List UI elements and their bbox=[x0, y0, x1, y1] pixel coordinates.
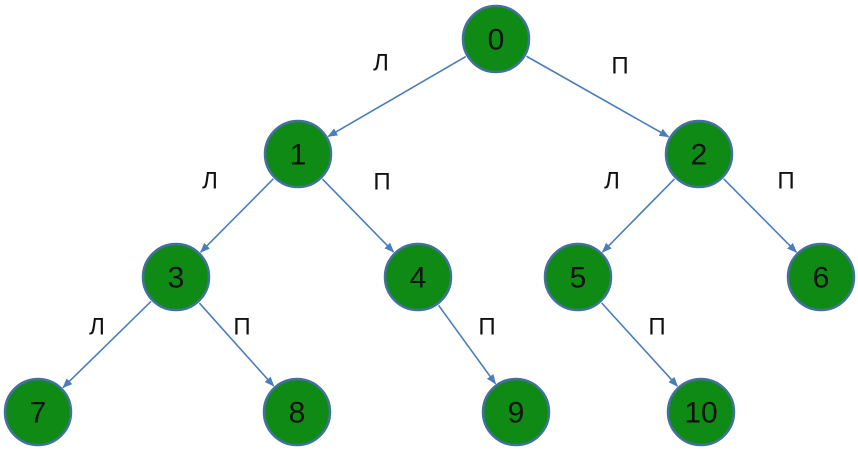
tree-node-4: 4 bbox=[383, 242, 453, 312]
edge-2-5 bbox=[601, 178, 676, 253]
node-circle bbox=[141, 242, 211, 312]
node-label: 0 bbox=[488, 24, 505, 57]
edge-labels-layer: Л П Л П Л П Л П П П bbox=[89, 50, 795, 341]
node-label: 7 bbox=[30, 397, 47, 430]
node-label: 2 bbox=[691, 139, 708, 172]
node-circle bbox=[786, 242, 856, 312]
edge-label-5-10: П bbox=[648, 314, 665, 341]
tree-node-0: 0 bbox=[461, 4, 531, 74]
node-circle bbox=[461, 4, 531, 74]
edge-3-8 bbox=[198, 302, 275, 387]
tree-node-7: 7 bbox=[3, 377, 73, 447]
edges-layer bbox=[62, 55, 798, 389]
edge-label-2-6: П bbox=[777, 168, 794, 195]
tree-node-8: 8 bbox=[262, 377, 332, 447]
node-label: 5 bbox=[570, 262, 587, 295]
node-circle bbox=[383, 242, 453, 312]
edge-label-1-3: Л bbox=[202, 168, 218, 195]
node-circle bbox=[262, 377, 332, 447]
node-circle bbox=[263, 119, 333, 189]
node-label: 10 bbox=[684, 397, 717, 430]
edge-5-10 bbox=[600, 302, 679, 387]
edge-label-0-2: П bbox=[611, 53, 628, 80]
node-circle bbox=[666, 377, 736, 447]
edge-label-3-8: П bbox=[233, 314, 250, 341]
node-circle bbox=[543, 242, 613, 312]
edge-label-4-9: П bbox=[478, 314, 495, 341]
edge-3-7 bbox=[62, 300, 152, 389]
node-label: 3 bbox=[168, 262, 185, 295]
edge-label-1-4: П bbox=[373, 169, 390, 196]
tree-node-10: 10 bbox=[666, 377, 736, 447]
edge-4-9 bbox=[437, 304, 497, 385]
tree-node-1: 1 bbox=[263, 119, 333, 189]
tree-node-9: 9 bbox=[481, 377, 551, 447]
edge-1-3 bbox=[199, 178, 274, 253]
node-circle bbox=[481, 377, 551, 447]
edge-label-2-5: Л bbox=[604, 168, 620, 195]
node-circle bbox=[664, 119, 734, 189]
edge-1-4 bbox=[321, 178, 395, 253]
node-circle bbox=[3, 377, 73, 447]
node-label: 8 bbox=[289, 397, 306, 430]
tree-node-2: 2 bbox=[664, 119, 734, 189]
edge-0-1 bbox=[327, 55, 467, 138]
tree-node-3: 3 bbox=[141, 242, 211, 312]
node-label: 1 bbox=[290, 139, 307, 172]
tree-node-6: 6 bbox=[786, 242, 856, 312]
edge-0-2 bbox=[526, 55, 670, 138]
node-label: 4 bbox=[410, 262, 427, 295]
edge-label-0-1: Л bbox=[373, 50, 389, 77]
edge-label-3-7: Л bbox=[89, 314, 105, 341]
nodes-layer: 0 1 2 3 4 5 6 7 8 9 10 bbox=[3, 4, 856, 447]
edge-2-6 bbox=[723, 178, 798, 253]
node-label: 6 bbox=[813, 262, 830, 295]
tree-node-5: 5 bbox=[543, 242, 613, 312]
node-label: 9 bbox=[508, 397, 525, 430]
